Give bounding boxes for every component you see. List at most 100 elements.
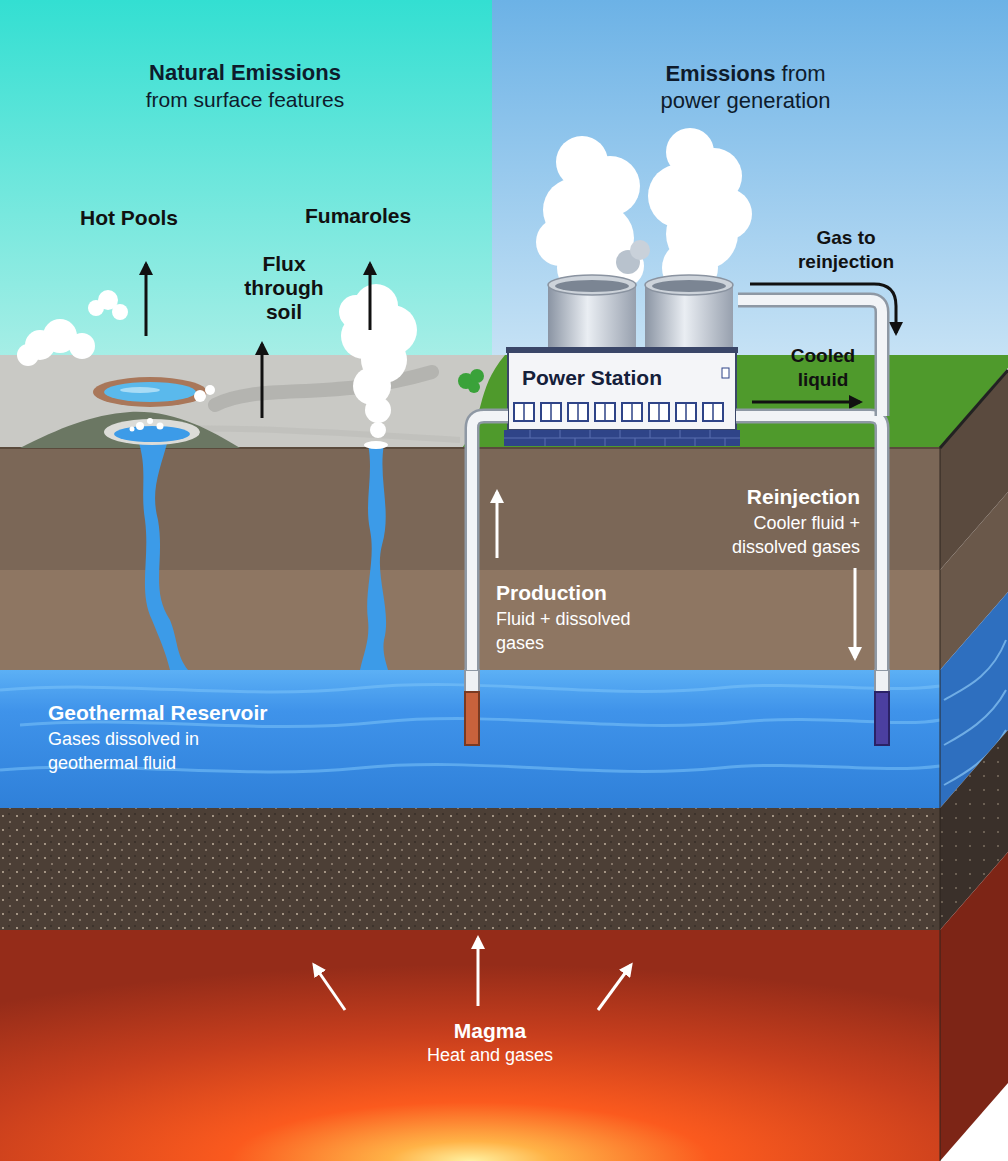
- power-station-building: [504, 347, 740, 446]
- power-station-building: [722, 368, 729, 378]
- hot-pool: [120, 387, 160, 393]
- region-note: Heat and gases: [390, 1045, 590, 1067]
- hot-pool: [20, 412, 240, 448]
- flow-arrows: [261, 344, 264, 418]
- power-station-building: [504, 430, 740, 446]
- region-heading: Magma: [390, 1018, 590, 1043]
- steam-clouds: [536, 218, 584, 266]
- feature-label: Flux through soil: [238, 252, 330, 324]
- power-station-building: [514, 403, 723, 421]
- steam-clouds: [339, 295, 373, 329]
- cooling-towers: [548, 275, 636, 295]
- steam-clouds: [194, 390, 206, 402]
- station-name: Power Station: [522, 365, 662, 390]
- flow-label: Gas to reinjection: [785, 226, 907, 274]
- pipe-tips: [465, 692, 479, 745]
- flow-arrows: [598, 965, 631, 1010]
- steam-clouds: [112, 304, 128, 320]
- rock-layers: [0, 670, 940, 808]
- bush: [468, 381, 480, 393]
- steam-clouds: [700, 188, 752, 240]
- section-subheading: from surface features: [95, 87, 395, 112]
- flow-note: Cooler fluid + dissolved gases: [680, 511, 860, 559]
- power-station-building: [504, 430, 740, 446]
- steam-clouds: [17, 128, 752, 438]
- fumarole: [360, 441, 388, 670]
- feature-label: Fumaroles: [305, 203, 411, 228]
- section-heading: Natural Emissions: [95, 60, 395, 86]
- hot-pool: [138, 440, 188, 670]
- pipe-body: [472, 416, 508, 670]
- pipe-outline: [738, 300, 882, 416]
- sky: [0, 0, 492, 356]
- pipe-outline: [472, 416, 508, 670]
- hot-pool: [136, 422, 144, 430]
- bush: [470, 369, 484, 383]
- hot-pool: [114, 426, 190, 442]
- hot-pool: [20, 377, 240, 670]
- block-side-face: [940, 370, 1008, 448]
- cooling-towers: [548, 275, 733, 352]
- flow-arrows: [752, 401, 860, 404]
- flow-label: Reinjection: [680, 484, 860, 509]
- cooling-towers: [652, 280, 726, 292]
- pipe-body: [738, 300, 882, 416]
- flow-note: Fluid + dissolved gases: [496, 607, 646, 655]
- magma-band: MagmaHeat and gases: [0, 930, 940, 1161]
- rock-layers: [0, 930, 940, 1161]
- pipe-tips: [465, 670, 889, 745]
- ground-surface: [0, 355, 1008, 448]
- region-heading: Geothermal Reservoir: [48, 700, 267, 725]
- power-station-building: [506, 347, 738, 353]
- power-station: Power Station: [508, 352, 736, 430]
- ground-surface: [0, 355, 505, 448]
- flow-arrows: [146, 264, 896, 1010]
- block-side-face: [939, 448, 941, 1161]
- flow-arrows: [145, 264, 148, 336]
- hot-pool: [147, 418, 153, 424]
- hot-pool: [104, 382, 196, 402]
- power-station-building: [508, 352, 736, 430]
- hot-pool: [104, 419, 200, 445]
- region-note: Gases dissolved in geothermal fluid: [48, 727, 283, 775]
- pipe-tips: [875, 670, 889, 692]
- steam-clouds: [666, 128, 714, 176]
- hot-pool: [157, 423, 164, 430]
- section-heading: Emissions: [665, 61, 775, 86]
- steam-clouds: [630, 240, 650, 260]
- steam-clouds: [205, 385, 215, 395]
- reservoir-band: Geothermal ReservoirGases dissolved in g…: [0, 670, 940, 808]
- power-station-building: [524, 403, 713, 421]
- flow-arrows: [496, 492, 499, 558]
- pipe-tips: [465, 670, 479, 692]
- block-side-face: [940, 852, 1008, 1161]
- feature-label: Hot Pools: [80, 205, 178, 230]
- hot-pool: [130, 427, 135, 432]
- flow-label: Production: [496, 580, 607, 605]
- cooling-towers: [645, 275, 733, 295]
- steam-clouds: [88, 300, 104, 316]
- ground-surface: [0, 355, 1008, 448]
- flow-label: Cooled liquid: [778, 344, 868, 392]
- steam-clouds: [17, 344, 39, 366]
- pipe-connector: [472, 416, 508, 670]
- cooling-towers: [555, 280, 629, 292]
- fumarole: [364, 441, 388, 449]
- flow-arrows: [477, 938, 480, 1006]
- steam-clouds: [370, 422, 386, 438]
- flow-arrows: [854, 568, 857, 658]
- fumarole: [360, 444, 388, 670]
- block-side-face: [940, 370, 1008, 1161]
- hot-pool: [93, 377, 207, 407]
- pipe-tips: [875, 692, 889, 745]
- flow-arrows: [314, 965, 345, 1010]
- rock-layers: [0, 808, 940, 930]
- section-heading: Emissionsfrom power generation: [638, 60, 853, 114]
- flow-arrows: [369, 264, 372, 330]
- steam-clouds: [69, 333, 95, 359]
- bush: [458, 369, 484, 393]
- steam-clouds: [556, 136, 608, 188]
